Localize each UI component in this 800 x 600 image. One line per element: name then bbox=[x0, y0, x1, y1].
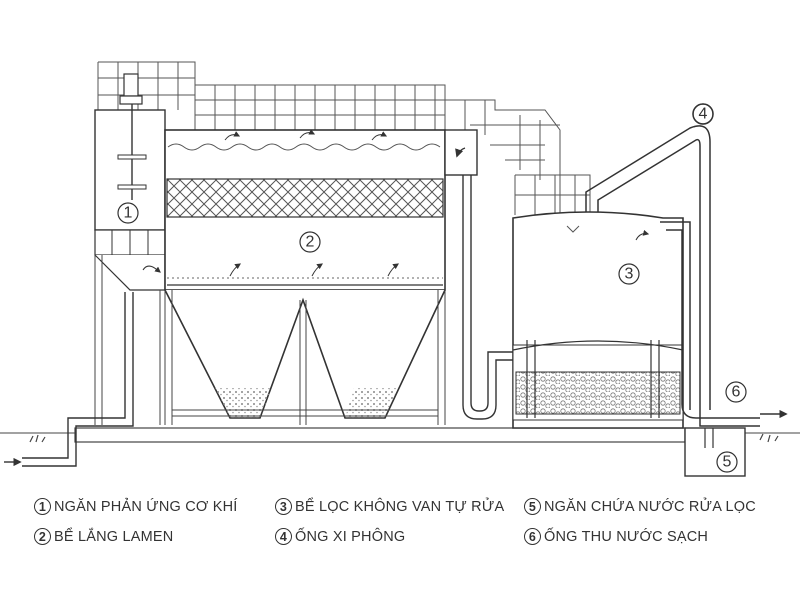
legend-number-6: 6 bbox=[524, 528, 541, 545]
ground bbox=[0, 427, 800, 443]
marker-1: 1 bbox=[124, 205, 133, 222]
legend-item-3: 3 BỂ LỌC KHÔNG VAN TỰ RỬA bbox=[275, 498, 504, 515]
legend-number-3: 3 bbox=[275, 498, 292, 515]
legend-number-4: 4 bbox=[275, 528, 292, 545]
legend-item-2: 2 BỂ LẮNG LAMEN bbox=[34, 528, 173, 545]
railing-structure bbox=[97, 61, 591, 215]
legend-item-4: 4 ỐNG XI PHÔNG bbox=[275, 528, 405, 545]
legend-text-5: NGĂN CHỨA NƯỚC RỬA LỌC bbox=[544, 498, 756, 515]
legend-text-3: BỂ LỌC KHÔNG VAN TỰ RỬA bbox=[295, 498, 505, 515]
marker-3: 3 bbox=[625, 266, 634, 283]
legend-text-2: BỂ LẮNG LAMEN bbox=[54, 528, 174, 545]
legend-item-5: 5 NGĂN CHỨA NƯỚC RỬA LỌC bbox=[524, 498, 756, 515]
reaction-chamber: 1 bbox=[94, 73, 166, 425]
transfer-pipe bbox=[444, 129, 515, 420]
legend: 1 NGĂN PHẢN ỨNG CƠ KHÍ 2 BỂ LẮNG LAMEN 3… bbox=[0, 490, 800, 570]
lamella-settling-tank: 2 bbox=[164, 129, 446, 425]
legend-item-6: 6 ỐNG THU NƯỚC SẠCH bbox=[524, 528, 708, 545]
legend-text-1: NGĂN PHẢN ỨNG CƠ KHÍ bbox=[54, 498, 238, 515]
marker-2: 2 bbox=[306, 234, 315, 251]
legend-text-4: ỐNG XI PHÔNG bbox=[295, 528, 406, 545]
marker-5: 5 bbox=[723, 454, 732, 471]
legend-text-6: ỐNG THU NƯỚC SẠCH bbox=[544, 528, 709, 545]
marker-6: 6 bbox=[732, 384, 741, 401]
backwash-chamber bbox=[684, 427, 746, 477]
legend-item-1: 1 NGĂN PHẢN ỨNG CƠ KHÍ bbox=[34, 498, 238, 515]
legend-number-5: 5 bbox=[524, 498, 541, 515]
legend-number-1: 1 bbox=[34, 498, 51, 515]
inlet-pipe bbox=[4, 292, 134, 467]
legend-number-2: 2 bbox=[34, 528, 51, 545]
marker-4: 4 bbox=[699, 106, 708, 123]
valveless-filter: 3 bbox=[512, 211, 684, 429]
